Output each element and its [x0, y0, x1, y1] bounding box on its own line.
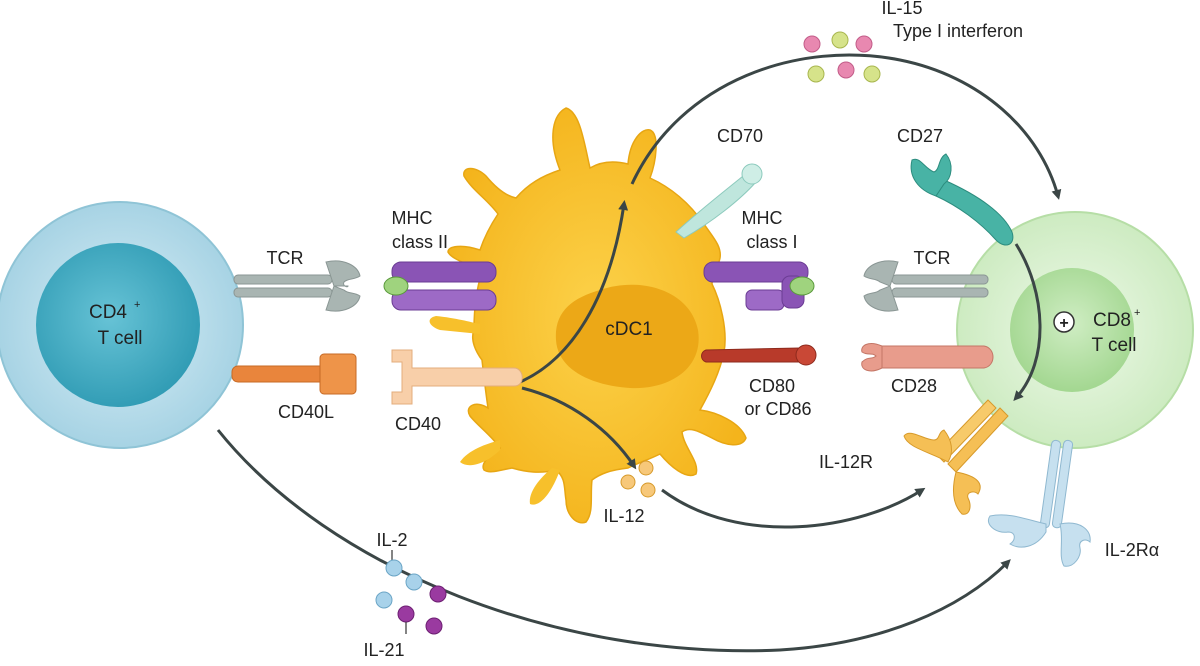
mhc1-peptide [789, 276, 815, 296]
cd4-label-line1: CD4 [89, 302, 127, 323]
cd8-label-line2: T cell [1091, 335, 1136, 356]
cd80-cd86 [701, 344, 817, 366]
cd8-nucleus [1010, 268, 1134, 392]
cdc1-label: cDC1 [605, 319, 653, 340]
mhc-class-i [703, 261, 815, 311]
tcr-left [233, 260, 361, 312]
arrow-il12-to-il12r [661, 487, 926, 529]
mhc1-label-line2: class I [746, 232, 797, 252]
cd80-label-line2: or CD86 [744, 399, 811, 419]
cd70-label: CD70 [717, 126, 763, 146]
arrow-cd27-to-cd8 [1013, 243, 1042, 401]
mhc2-label-line1: MHC [392, 208, 433, 228]
cd40 [391, 349, 523, 405]
il12-label: IL-12 [603, 506, 644, 526]
plus-sign: + [1059, 315, 1068, 332]
cd4-label-sup: + [134, 299, 140, 311]
arrow-cd40-to-il12 [521, 386, 637, 470]
arrow-cd4-to-il2r [216, 429, 1011, 653]
cd27 [910, 153, 1014, 246]
cd40l [231, 353, 357, 395]
mhc1-label-line1: MHC [742, 208, 783, 228]
cd4-nucleus [36, 243, 200, 407]
cd28-label: CD28 [891, 376, 937, 396]
cd28 [861, 343, 994, 372]
il21-label: IL-21 [363, 640, 404, 660]
mhc-class-ii [383, 261, 497, 311]
type1-ifn-label: Type I interferon [893, 21, 1023, 41]
cdc1-dendrite-2 [529, 468, 560, 505]
il2-il21-cytokines [375, 550, 447, 635]
cdc1-dendritic-cell: cDC1 [429, 107, 747, 524]
cd4-label-line2: T cell [97, 328, 142, 349]
tcr-right-label: TCR [914, 248, 951, 268]
cd8-label-sup: + [1134, 307, 1140, 319]
cd40-label: CD40 [395, 414, 441, 434]
cd8-label-line1: CD8 [1093, 310, 1131, 331]
mhc2-peptide [383, 276, 409, 296]
il12r-label: IL-12R [819, 452, 873, 472]
il15-ifn-cytokines [803, 31, 881, 83]
cd27-label: CD27 [897, 126, 943, 146]
il2-label: IL-2 [376, 530, 407, 550]
cd80-label-line1: CD80 [749, 376, 795, 396]
cd8-t-cell: + CD8 + T cell [956, 211, 1194, 449]
cd70 [675, 163, 763, 239]
mhc2-label-line2: class II [392, 232, 448, 252]
cd40l-label: CD40L [278, 402, 334, 422]
il2ra-label: IL-2Rα [1105, 540, 1159, 560]
arrows [216, 53, 1062, 653]
il12-cytokines [620, 460, 656, 498]
cdc1-dendrite-3 [429, 316, 480, 334]
il-12r [903, 399, 1009, 515]
tcr-right [863, 260, 989, 312]
cdc1-dendrite-1 [460, 440, 500, 466]
plus-sign-circle [1053, 311, 1075, 333]
cd4-t-cell: CD4 + T cell [0, 201, 244, 449]
tcr-left-label: TCR [267, 248, 304, 268]
arrow-il15-to-cd8 [630, 53, 1062, 200]
il15-label: IL-15 [881, 0, 922, 18]
arrow-cd40-to-cdc1 [519, 200, 629, 384]
il-2r-alpha [988, 439, 1091, 567]
